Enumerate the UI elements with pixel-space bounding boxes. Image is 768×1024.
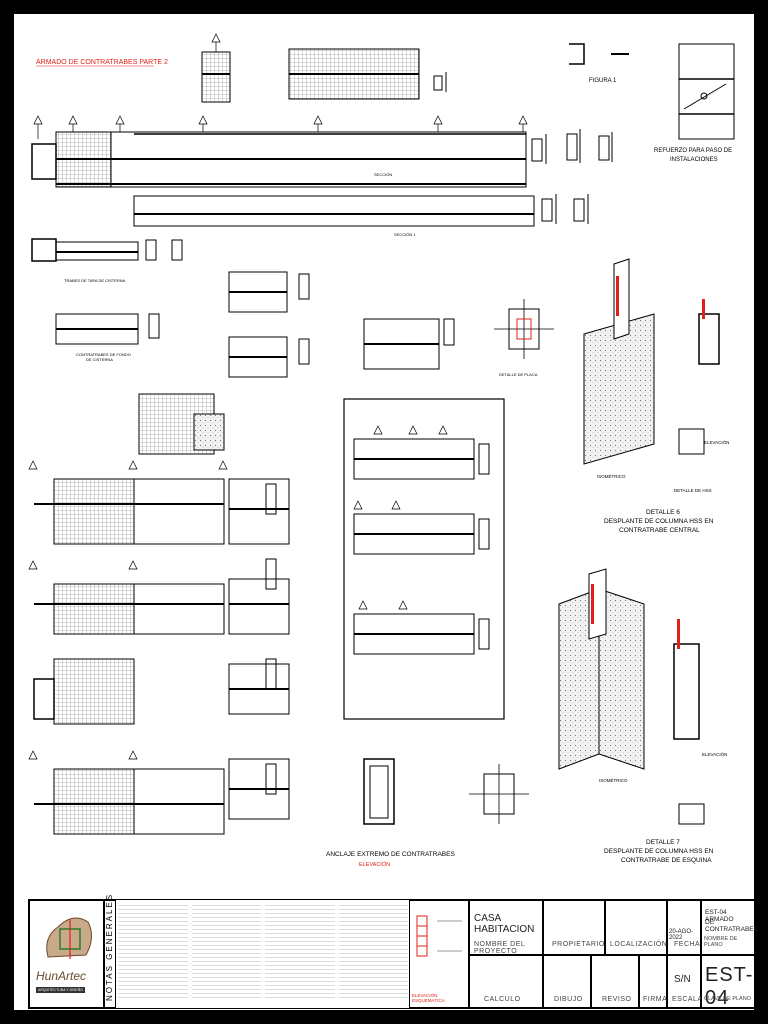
- scale-label: ESCALA: [672, 996, 703, 1003]
- detail6-line2: DESPLANTE DE COLUMNA HSS EN: [604, 518, 714, 525]
- middle-beams: [228, 271, 455, 378]
- schematic-elevation-icon: [416, 915, 462, 957]
- left-beam-stack: [28, 393, 228, 835]
- notes-heading-cell: NOTAS GENERALES: [104, 893, 116, 1008]
- review-label: REVISO: [602, 996, 632, 1003]
- date-value: 20-AGO-2022: [669, 929, 694, 941]
- detail7-title: DETALLE 7: [646, 839, 680, 846]
- svg-text:ISOMÉTRICO: ISOMÉTRICO: [599, 777, 628, 783]
- top-beam-detail-1: [201, 33, 231, 103]
- scale-cell: S/N ESCALA: [667, 955, 703, 1008]
- logo-subtext: ARQUITECTURA Y DISEÑO: [36, 987, 85, 993]
- calc-label: CALCULO: [484, 996, 521, 1003]
- plan-key: EST-04: [705, 964, 754, 1009]
- figure-1: FIGURA 1: [569, 43, 629, 84]
- location-cell: LOCALIZACIÓN: [605, 900, 667, 955]
- plate-detail: DETALLE DE PLACA: [469, 299, 554, 824]
- project-name: CASA HABITACION: [474, 913, 535, 935]
- detail7-line2: DESPLANTE DE COLUMNA HSS EN: [604, 848, 714, 855]
- long-beam-1-sections: [531, 129, 613, 164]
- anchor-subtitle: ELEVACIÓN: [359, 861, 390, 868]
- center-beam-details: [193, 413, 290, 820]
- tapa-label: TRABES DE TAPA DE CISTERNA: [64, 278, 126, 283]
- review-cell: REVISO: [591, 955, 639, 1008]
- date-label: FECHA: [674, 941, 701, 948]
- signature-label: FIRMA: [643, 996, 668, 1003]
- svg-text:ELEVACIÓN: ELEVACIÓN: [702, 751, 727, 757]
- plan-key-label: CLAVE DE PLANO: [704, 996, 751, 1002]
- company-logo-icon: [46, 917, 92, 959]
- logo-text: HunArtec: [36, 969, 87, 983]
- structural-drawing: ARMADO DE CONTRATRABES PARTE 2: [28, 33, 735, 868]
- schematic-cell: ELEVACIÓN ESQUEMÁTICA: [409, 900, 469, 1008]
- detail-7: ISOMÉTRICO ELEVACIÓN DETALLE 7 DESPLANTE…: [558, 568, 727, 864]
- detail6-title: DETALLE 6: [646, 509, 680, 516]
- anchor-title: ANCLAJE EXTREMO DE CONTRATRABES: [326, 851, 455, 858]
- owner-label: PROPIETARIO: [552, 941, 605, 948]
- detail-6: ISOMÉTRICO ELEVACIÓN DETALLE DE HSS DETA…: [583, 258, 729, 534]
- long-beam-1: SECCIÓN: [31, 115, 528, 188]
- elevation-frame: [343, 398, 505, 720]
- drawing-label: DIBUJO: [554, 996, 583, 1003]
- drawing-cell: DIBUJO: [543, 955, 591, 1008]
- owner-cell: PROPIETARIO: [543, 900, 605, 955]
- project-name-cell: CASA HABITACION NOMBRE DEL PROYECTO: [469, 900, 543, 955]
- fondo-label-1: CONTRATRABES DE FONDO: [76, 352, 131, 357]
- detail7-line3: CONTRATRABE DE ESQUINA: [621, 857, 712, 864]
- reinforcement-title-1: REFUERZO PARA PASO DE: [654, 148, 732, 154]
- date-cell: 20-AGO-2022 FECHA: [667, 900, 701, 955]
- plan-name-cell: EST-04 ARMADO DE CONTRATRABES NOMBRE DE …: [701, 900, 758, 955]
- notes-heading: NOTAS GENERALES: [105, 892, 114, 1001]
- figure1-title: FIGURA 1: [589, 78, 617, 84]
- calc-cell: CALCULO: [469, 955, 543, 1008]
- long-beam-2: SECCIÓN 1: [133, 194, 589, 237]
- general-notes: [118, 903, 408, 1005]
- scale-value: S/N: [674, 974, 691, 985]
- signature-cell: FIRMA: [639, 955, 667, 1008]
- plan-key-cell: EST-04 CLAVE DE PLANO: [701, 955, 755, 1009]
- elevation-label: ELEVACIÓN: [704, 439, 729, 445]
- schematic-label: ELEVACIÓN ESQUEMÁTICA: [412, 993, 445, 1003]
- tapa-beam: TRABES DE TAPA DE CISTERNA: [31, 238, 183, 283]
- section-tag: SECCIÓN: [374, 172, 392, 177]
- svg-text:SECCIÓN 1: SECCIÓN 1: [394, 232, 416, 237]
- reinforcement-detail: REFUERZO PARA PASO DE INSTALACIONES: [654, 43, 735, 163]
- isometric-label: ISOMÉTRICO: [597, 473, 626, 479]
- hss-detail-label: DETALLE DE HSS: [674, 488, 712, 493]
- plate-detail-label: DETALLE DE PLACA: [499, 372, 538, 377]
- drawing-sheet: ARMADO DE CONTRATRABES PARTE 2: [12, 12, 758, 1012]
- plan-name-1: EST-04 ARMADO: [705, 909, 734, 923]
- reinforcement-title-2: INSTALACIONES: [670, 157, 718, 163]
- project-name-label: NOMBRE DEL PROYECTO: [474, 941, 526, 955]
- anchor-detail: ANCLAJE EXTREMO DE CONTRATRABES ELEVACIÓ…: [326, 758, 455, 868]
- section-title: ARMADO DE CONTRATRABES PARTE 2: [36, 59, 168, 66]
- plan-name-2: DE CONTRATRABES: [705, 919, 758, 933]
- fondo-beam: CONTRATRABES DE FONDO DE CISTERNA: [55, 313, 160, 362]
- top-beam-detail-2: [288, 48, 447, 100]
- location-label: LOCALIZACIÓN: [610, 941, 668, 948]
- title-block: HunArtec ARQUITECTURA Y DISEÑO NOTAS GEN…: [28, 893, 758, 1009]
- detail6-line3: CONTRATRABE CENTRAL: [619, 527, 700, 534]
- fondo-label-2: DE CISTERNA: [86, 357, 113, 362]
- plan-name-label: NOMBRE DE PLANO: [704, 936, 738, 948]
- logo-cell: HunArtec ARQUITECTURA Y DISEÑO: [29, 900, 104, 1008]
